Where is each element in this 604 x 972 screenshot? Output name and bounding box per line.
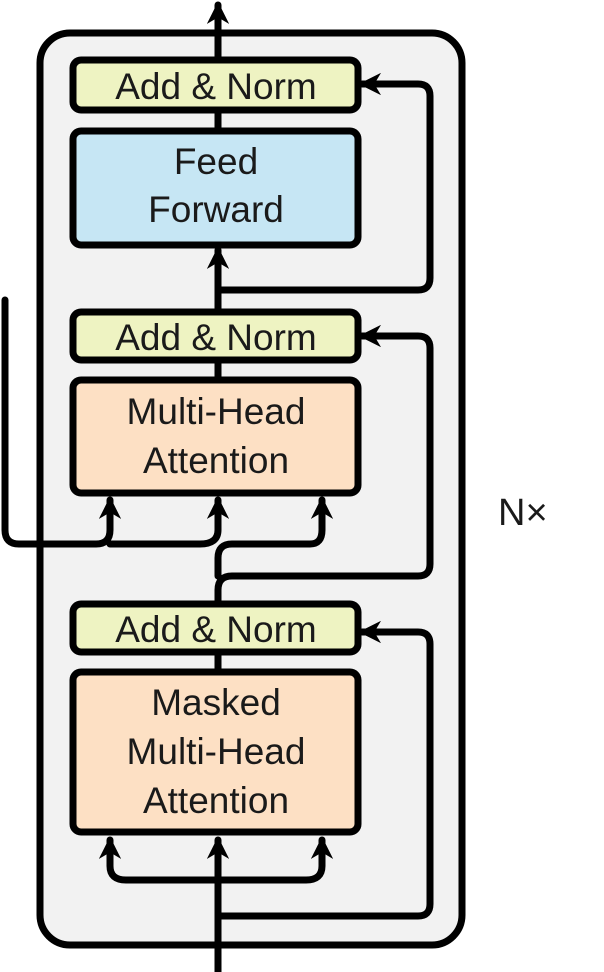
- add-norm-top: Add & Norm: [69, 56, 362, 114]
- add-norm-middle-label: Add & Norm: [115, 317, 317, 358]
- encoder-input: [1, 296, 122, 548]
- masked-input-left: [98, 836, 222, 884]
- masked-input-right: [214, 836, 334, 884]
- masked-attention-label-line3: Attention: [143, 780, 289, 821]
- add-norm-bottom: Add & Norm: [69, 600, 362, 656]
- encoder-input-center: [106, 496, 230, 548]
- cross-attention-label-line2: Attention: [143, 440, 289, 481]
- add-norm-middle: Add & Norm: [69, 308, 362, 364]
- residual-masked-attn: [214, 620, 434, 920]
- cross-attention-block: Multi-Head Attention: [69, 376, 362, 497]
- masked-attention-label-line1: Masked: [151, 682, 281, 723]
- feed-forward-label-line1: Feed: [174, 141, 258, 182]
- feed-forward-block: Feed Forward: [69, 127, 362, 249]
- query-arrow-left-branch: [214, 496, 334, 580]
- add-norm-top-label: Add & Norm: [115, 66, 317, 107]
- masked-attention-block: Masked Multi-Head Attention: [69, 668, 362, 836]
- feed-forward-label-line2: Forward: [148, 189, 284, 230]
- residual-cross-attn: [214, 324, 434, 606]
- add-norm-bottom-label: Add & Norm: [115, 609, 317, 650]
- residual-ff: [214, 72, 434, 294]
- cross-attention-label-line1: Multi-Head: [127, 391, 306, 432]
- masked-attention-label-line2: Multi-Head: [127, 731, 306, 772]
- repeat-count-label: N×: [498, 492, 548, 534]
